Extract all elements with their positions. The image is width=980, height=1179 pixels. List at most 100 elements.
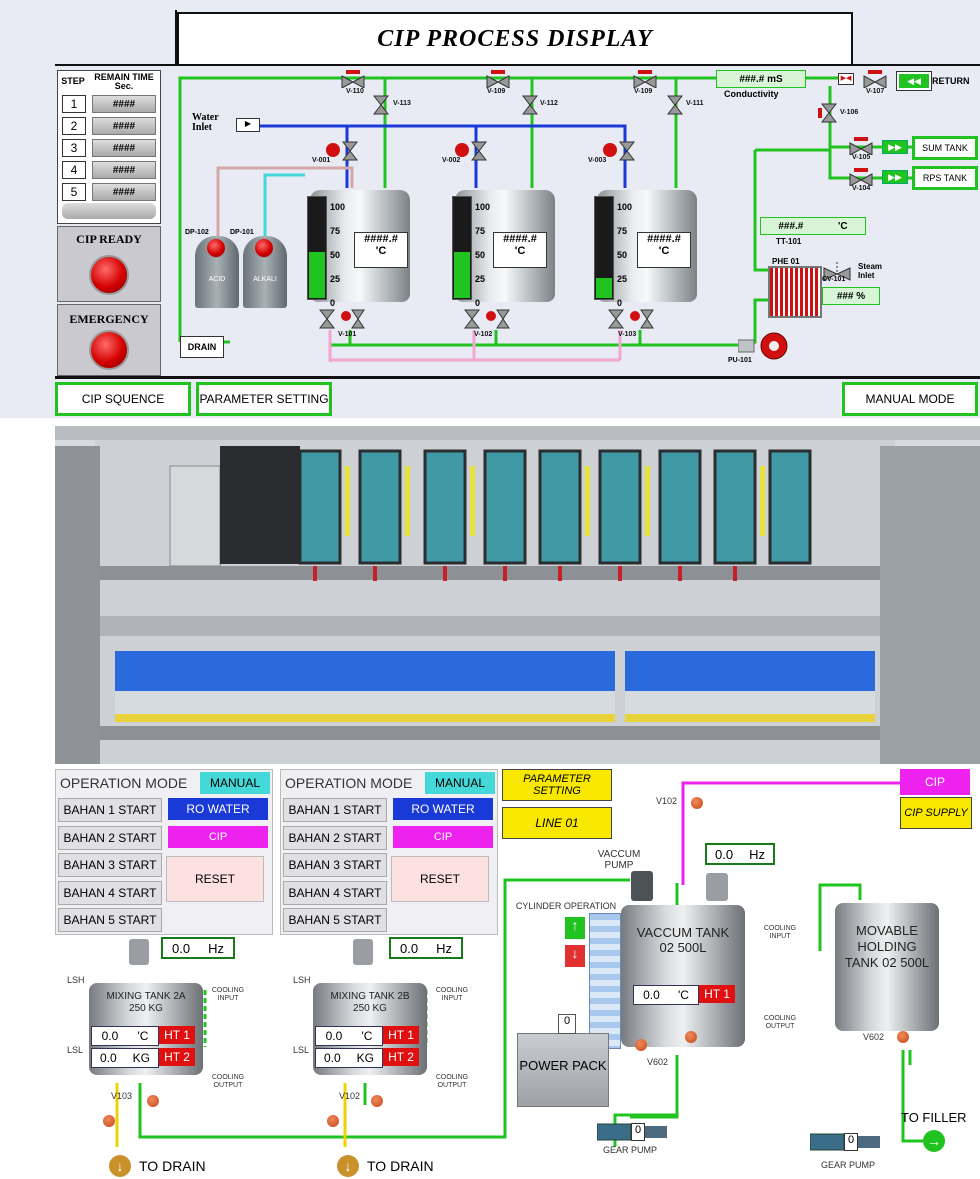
valve-v110[interactable] bbox=[340, 70, 366, 93]
gear-pump-1[interactable]: 0 bbox=[596, 1121, 677, 1143]
gear-pump-2[interactable]: 0 bbox=[809, 1131, 890, 1153]
valve-label: V103 bbox=[111, 1091, 133, 1101]
sum-tank-button[interactable]: SUM TANK bbox=[912, 136, 978, 160]
mixing-tank-2b-label: MIXING TANK 2B bbox=[330, 991, 410, 1002]
cip-button[interactable]: CIP bbox=[168, 826, 268, 848]
cylinder-down-button[interactable]: ↓ bbox=[565, 945, 585, 967]
cooling-output-label: COOLING OUTPUT bbox=[211, 1074, 245, 1089]
step-scroll-bar[interactable] bbox=[62, 203, 156, 219]
scale-tick: 0 bbox=[475, 298, 481, 308]
tank-temperature: ####.# 'C bbox=[354, 232, 408, 268]
valve-indicator bbox=[371, 1095, 383, 1107]
temp-unit: 'C bbox=[361, 1029, 373, 1043]
gear-pump-value: 0 bbox=[631, 1123, 645, 1141]
valve-v112[interactable] bbox=[521, 94, 539, 121]
ro-water-button[interactable]: RO WATER bbox=[393, 798, 493, 820]
rps-tank-button[interactable]: RPS TANK bbox=[912, 166, 978, 190]
cip-sequence-button[interactable]: CIP SQUENCE bbox=[55, 382, 191, 416]
reset-button[interactable]: RESET bbox=[166, 856, 264, 902]
hz-unit: Hz bbox=[749, 846, 765, 862]
ht2-button[interactable]: HT 2 bbox=[383, 1048, 419, 1066]
control-valve-cv101[interactable] bbox=[822, 262, 852, 289]
pump-pu101[interactable] bbox=[737, 332, 798, 360]
hz-unit: Hz bbox=[436, 940, 452, 956]
valve-v109[interactable] bbox=[485, 70, 511, 93]
bahan-2-start-button[interactable]: BAHAN 2 START bbox=[58, 826, 162, 850]
valve-label: V102 bbox=[656, 796, 678, 806]
valve-v103[interactable] bbox=[607, 308, 655, 335]
manual-mode-button[interactable]: MANUAL MODE bbox=[842, 382, 978, 416]
valve-v106[interactable] bbox=[818, 102, 838, 129]
bahan-4-start-button[interactable]: BAHAN 4 START bbox=[58, 881, 162, 905]
to-filler-label: TO FILLER bbox=[901, 1110, 967, 1125]
plc-cabinet-image bbox=[55, 426, 980, 764]
valve-v104[interactable] bbox=[848, 168, 874, 191]
step-number: 4 bbox=[62, 161, 86, 179]
ht1-button[interactable]: HT 1 bbox=[699, 985, 735, 1003]
bahan-2-start-button[interactable]: BAHAN 2 START bbox=[283, 826, 387, 850]
valve-v001[interactable] bbox=[325, 140, 359, 167]
heat-exchanger-icon bbox=[768, 266, 822, 318]
scale-tick: 50 bbox=[330, 250, 341, 260]
valve-v002[interactable] bbox=[454, 140, 488, 167]
valve-v102[interactable] bbox=[463, 308, 511, 335]
valve-v113[interactable] bbox=[372, 94, 390, 121]
emergency-button[interactable] bbox=[89, 330, 129, 370]
valve-v111[interactable] bbox=[666, 94, 684, 121]
reset-button[interactable]: RESET bbox=[391, 856, 489, 902]
bahan-1-start-button[interactable]: BAHAN 1 START bbox=[283, 798, 387, 822]
cip-process-display: CIP PROCESS DISPLAY STEP REMAIN TIME Sec… bbox=[0, 0, 980, 418]
step-remaining: #### bbox=[92, 161, 156, 179]
scale-tick: 25 bbox=[475, 274, 486, 284]
bahan-3-start-button[interactable]: BAHAN 3 START bbox=[58, 853, 162, 877]
parameter-setting-button[interactable]: PARAMETER SETTING bbox=[196, 382, 332, 416]
cip-button[interactable]: CIP bbox=[393, 826, 493, 848]
ht1-button[interactable]: HT 1 bbox=[159, 1026, 195, 1044]
valve-indicator bbox=[685, 1031, 697, 1043]
ht2-button[interactable]: HT 2 bbox=[159, 1048, 195, 1066]
bahan-3-start-button[interactable]: BAHAN 3 START bbox=[283, 853, 387, 877]
power-pack: 0 POWER PACK bbox=[517, 1014, 609, 1107]
step-remaining: #### bbox=[92, 183, 156, 201]
manual-mode-tag[interactable]: MANUAL bbox=[425, 772, 495, 794]
level-fill bbox=[454, 252, 470, 298]
vaccum-pump-icon bbox=[631, 871, 653, 901]
cooling-output-label: COOLING OUTPUT bbox=[435, 1074, 469, 1089]
water-inlet-label: Water Inlet bbox=[192, 112, 219, 133]
cylinder-up-button[interactable]: ↑ bbox=[565, 917, 585, 939]
valve-label: V-109 bbox=[487, 88, 506, 95]
lsh-label: LSH bbox=[293, 975, 311, 985]
valve-v101[interactable] bbox=[318, 308, 366, 335]
valve-label: V-113 bbox=[393, 100, 411, 107]
cip-tag: CIP bbox=[900, 769, 970, 795]
scale-tick: 100 bbox=[617, 202, 633, 212]
scale-tick: 50 bbox=[617, 250, 628, 260]
gear-pump-label: GEAR PUMP bbox=[821, 1160, 876, 1170]
manual-mode-tag[interactable]: MANUAL bbox=[200, 772, 270, 794]
ro-water-button[interactable]: RO WATER bbox=[168, 798, 268, 820]
tank-level-gauge bbox=[594, 196, 614, 300]
gear-pump-label: GEAR PUMP bbox=[603, 1145, 658, 1155]
bahan-5-start-button[interactable]: BAHAN 5 START bbox=[283, 908, 387, 932]
kg-unit: KG bbox=[132, 1051, 150, 1065]
bahan-4-start-button[interactable]: BAHAN 4 START bbox=[283, 881, 387, 905]
valve-label: V-112 bbox=[540, 100, 558, 107]
bahan-5-start-button[interactable]: BAHAN 5 START bbox=[58, 908, 162, 932]
valve-v003[interactable] bbox=[602, 140, 636, 167]
acid-label: ACID bbox=[208, 276, 226, 283]
ht1-button[interactable]: HT 1 bbox=[383, 1026, 419, 1044]
level-fill bbox=[309, 252, 325, 298]
tank-temperature: ####.# 'C bbox=[637, 232, 691, 268]
bahan-1-start-button[interactable]: BAHAN 1 START bbox=[58, 798, 162, 822]
phe-label: PHE 01 bbox=[772, 257, 800, 266]
valve-v109b[interactable] bbox=[632, 70, 658, 93]
line-01-button[interactable]: LINE 01 bbox=[502, 807, 612, 839]
vaccum-tank-02: VACCUM TANK 02 500L bbox=[621, 905, 745, 1047]
valve-v107[interactable] bbox=[862, 70, 888, 93]
cip-supply-button[interactable]: CIP SUPPLY bbox=[900, 797, 972, 829]
level-fill bbox=[596, 277, 612, 298]
conductivity-display: ###.# mS bbox=[716, 70, 806, 88]
parameter-setting-button[interactable]: PARAMETER SETTING bbox=[502, 769, 612, 801]
valve-v105[interactable] bbox=[848, 137, 874, 160]
